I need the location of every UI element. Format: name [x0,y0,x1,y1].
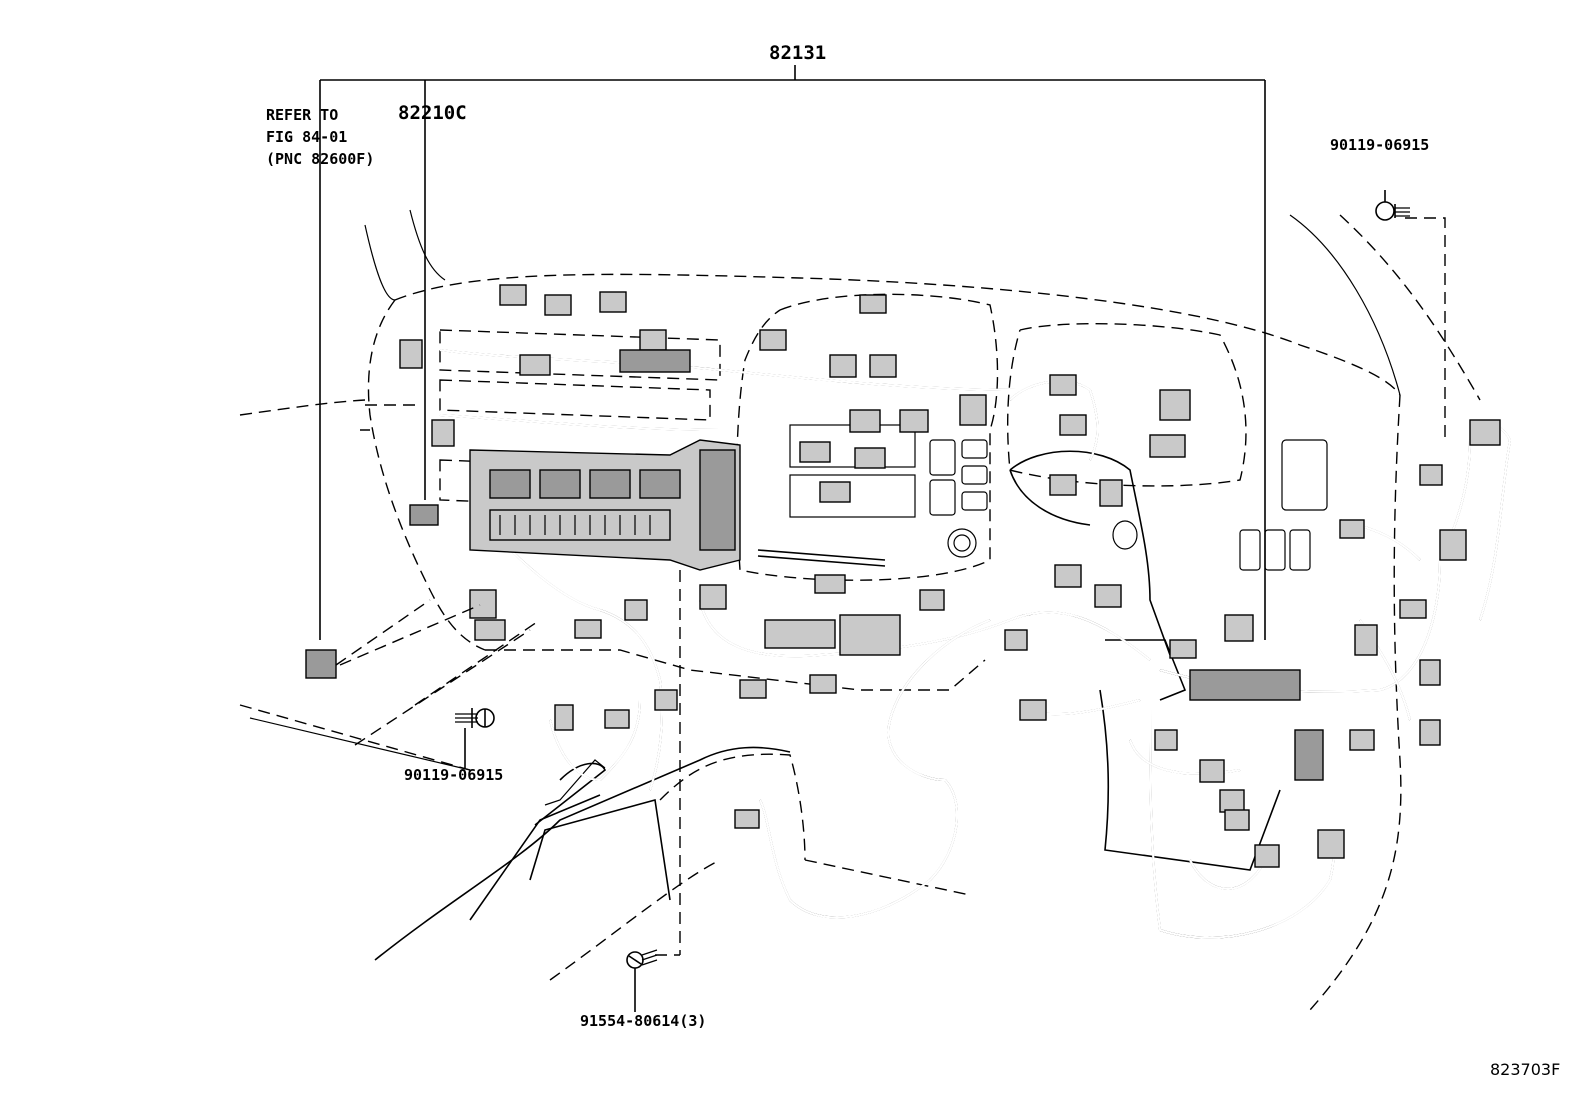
bolt-left-icon [455,708,495,728]
bolt-right-icon [1375,190,1410,221]
callout-bolt-right: 90119-06915 [1330,136,1430,154]
reference-note-line2: FIG 84-01 [266,128,348,146]
screw-icon [626,949,658,1012]
callout-screw: 91554-80614(3) [580,1012,707,1030]
fastener-leaders [335,217,1446,956]
steering-column [1009,450,1281,871]
callout-82131: 82131 [769,42,827,64]
callout-bracket-82131 [319,65,1266,640]
figure-code: 823703F [1490,1060,1561,1079]
harness-connectors [305,284,1501,868]
main-harness-trunk [439,348,1512,939]
floor-console [374,746,971,981]
instrument-panel-outline [239,209,1481,1011]
reference-note-line1: REFER TO [266,106,339,124]
reference-note-line3: (PNC 82600F) [266,150,375,168]
junction-block [469,439,741,571]
callout-bolt-left: 90119-06915 [404,766,504,784]
callout-82210c: 82210C [398,102,467,124]
